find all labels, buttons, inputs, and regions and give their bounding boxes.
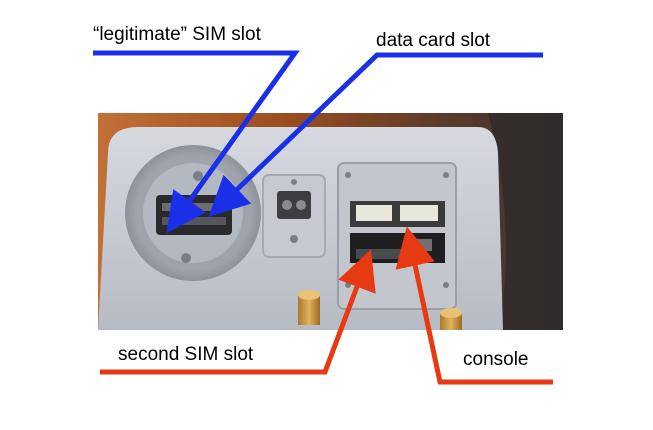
label-console: console xyxy=(463,349,529,370)
screw xyxy=(181,253,191,263)
sim-slot-opening xyxy=(156,195,232,235)
connector-white-left xyxy=(356,205,392,221)
label-data-card-slot: data card slot xyxy=(376,30,491,51)
device-photo xyxy=(98,113,563,330)
device-photo-svg xyxy=(98,113,563,330)
label-legitimate-sim-slot: “legitimate” SIM slot xyxy=(93,24,261,45)
console-port xyxy=(410,239,432,251)
connector-white-right xyxy=(400,205,438,221)
screw xyxy=(193,171,203,181)
label-second-sim-slot: second SIM slot xyxy=(118,344,254,365)
